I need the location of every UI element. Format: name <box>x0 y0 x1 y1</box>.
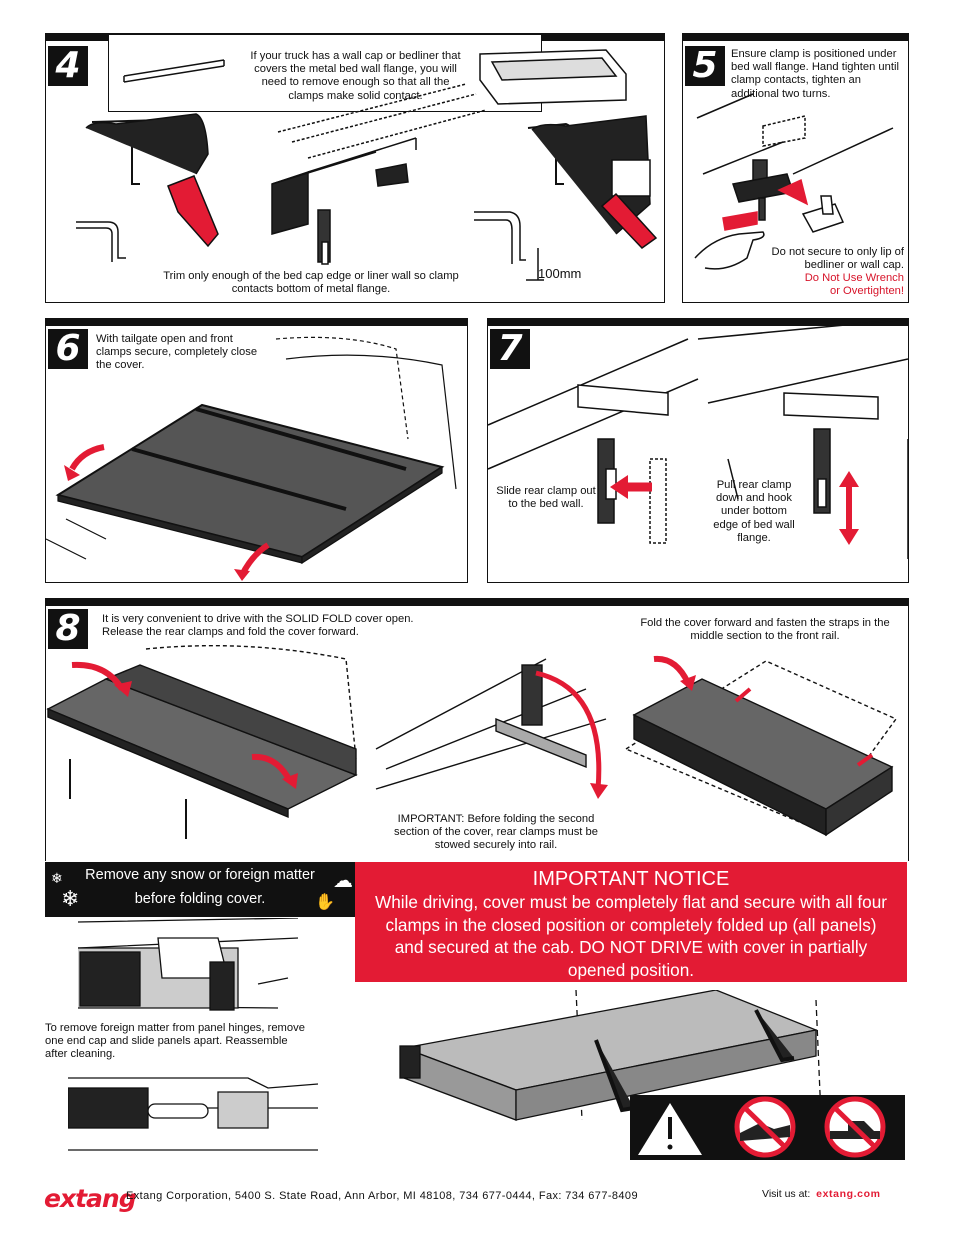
step-bar <box>488 319 908 326</box>
hand-wipe-icon: ☁ <box>333 870 353 892</box>
step-8-panel: 8 It is very convenient to drive with th… <box>45 598 909 861</box>
notice-title: IMPORTANT NOTICE <box>532 868 730 890</box>
snowflake-icon: ❄ <box>61 886 80 911</box>
footer-visit-label: Visit us at: <box>762 1188 811 1200</box>
notice-body: While driving, cover must be completely … <box>374 892 888 980</box>
step-4-dimension: 100mm <box>538 266 582 281</box>
footer-address: Extang Corporation, 5400 S. State Road, … <box>126 1190 638 1202</box>
step-5-warning-2: or Overtighten! <box>830 285 904 297</box>
step-4-panel: 4 If your truck has a wall cap or bedlin… <box>45 33 665 303</box>
step-number: 8 <box>48 609 88 649</box>
warning-triangle-icon <box>638 1103 702 1155</box>
step-number: 6 <box>48 329 88 369</box>
footer-visit: Visit us at: extang.com <box>762 1188 881 1200</box>
step-8-note-mid: IMPORTANT: Before folding the second sec… <box>394 813 598 852</box>
step-6-panel: 6 With tailgate open and front clamps se… <box>45 318 468 583</box>
step-4-note-top: If your truck has a wall cap or bedliner… <box>250 50 461 102</box>
hand-wipe-icon: ✋ <box>315 894 335 911</box>
rail-illustration <box>76 49 658 281</box>
step-5-warning-1: Do Not Use Wrench <box>804 272 904 284</box>
step-bar <box>46 319 467 326</box>
step-7-note-right: Pull rear clamp down and hook under bott… <box>713 479 795 544</box>
hinge-endcap-illustration <box>78 918 299 1011</box>
snow-warning-box: ❄ ❄ Remove any snow or foreign matter be… <box>45 862 355 917</box>
hinge-note: To remove foreign matter from panel hing… <box>45 1022 305 1061</box>
step-7-note-left: Slide rear clamp out to the bed wall. <box>496 485 596 511</box>
warning-icons <box>630 1095 905 1160</box>
step-8-note-left: It is very convenient to drive with the … <box>102 613 414 639</box>
snow-line-2: before folding cover. <box>134 891 266 907</box>
extang-logo: extang <box>44 1184 137 1213</box>
step-number: 4 <box>48 46 88 86</box>
step-5-panel: 5 Ensure clamp is positioned under bed w… <box>682 33 909 303</box>
step-8-note-right: Fold the cover forward and fasten the st… <box>640 617 890 643</box>
step-5-note-top: Ensure clamp is positioned under bed wal… <box>731 48 899 100</box>
step-5-note-bottom: Do not secure to only lip of bedliner or… <box>771 246 904 272</box>
hinge-slide-illustration <box>68 1077 318 1151</box>
step-bar <box>683 34 908 41</box>
rear-clamp-illustration <box>488 319 908 559</box>
no-haul-icon <box>824 1096 886 1158</box>
step-number: 5 <box>685 46 725 86</box>
snowflake-icon: ❄ <box>51 870 63 886</box>
no-tow-icon <box>734 1096 796 1158</box>
snow-line-1: Remove any snow or foreign matter <box>85 867 315 883</box>
step-4-note-bottom: Trim only enough of the bed cap edge or … <box>163 270 459 296</box>
clamp-tighten-illustration <box>694 93 894 270</box>
step-bar <box>46 599 908 606</box>
important-notice: IMPORTANT NOTICE While driving, cover mu… <box>355 862 907 982</box>
closed-cover-illustration <box>46 336 457 581</box>
step-7-panel: 7 Slide rear clamp out to the bed wall. … <box>487 318 909 583</box>
footer-url-link[interactable]: extang.com <box>816 1188 881 1200</box>
step-number: 7 <box>490 329 530 369</box>
step-6-note: With tailgate open and front clamps secu… <box>96 333 258 372</box>
fold-cover-illustration <box>46 644 898 839</box>
